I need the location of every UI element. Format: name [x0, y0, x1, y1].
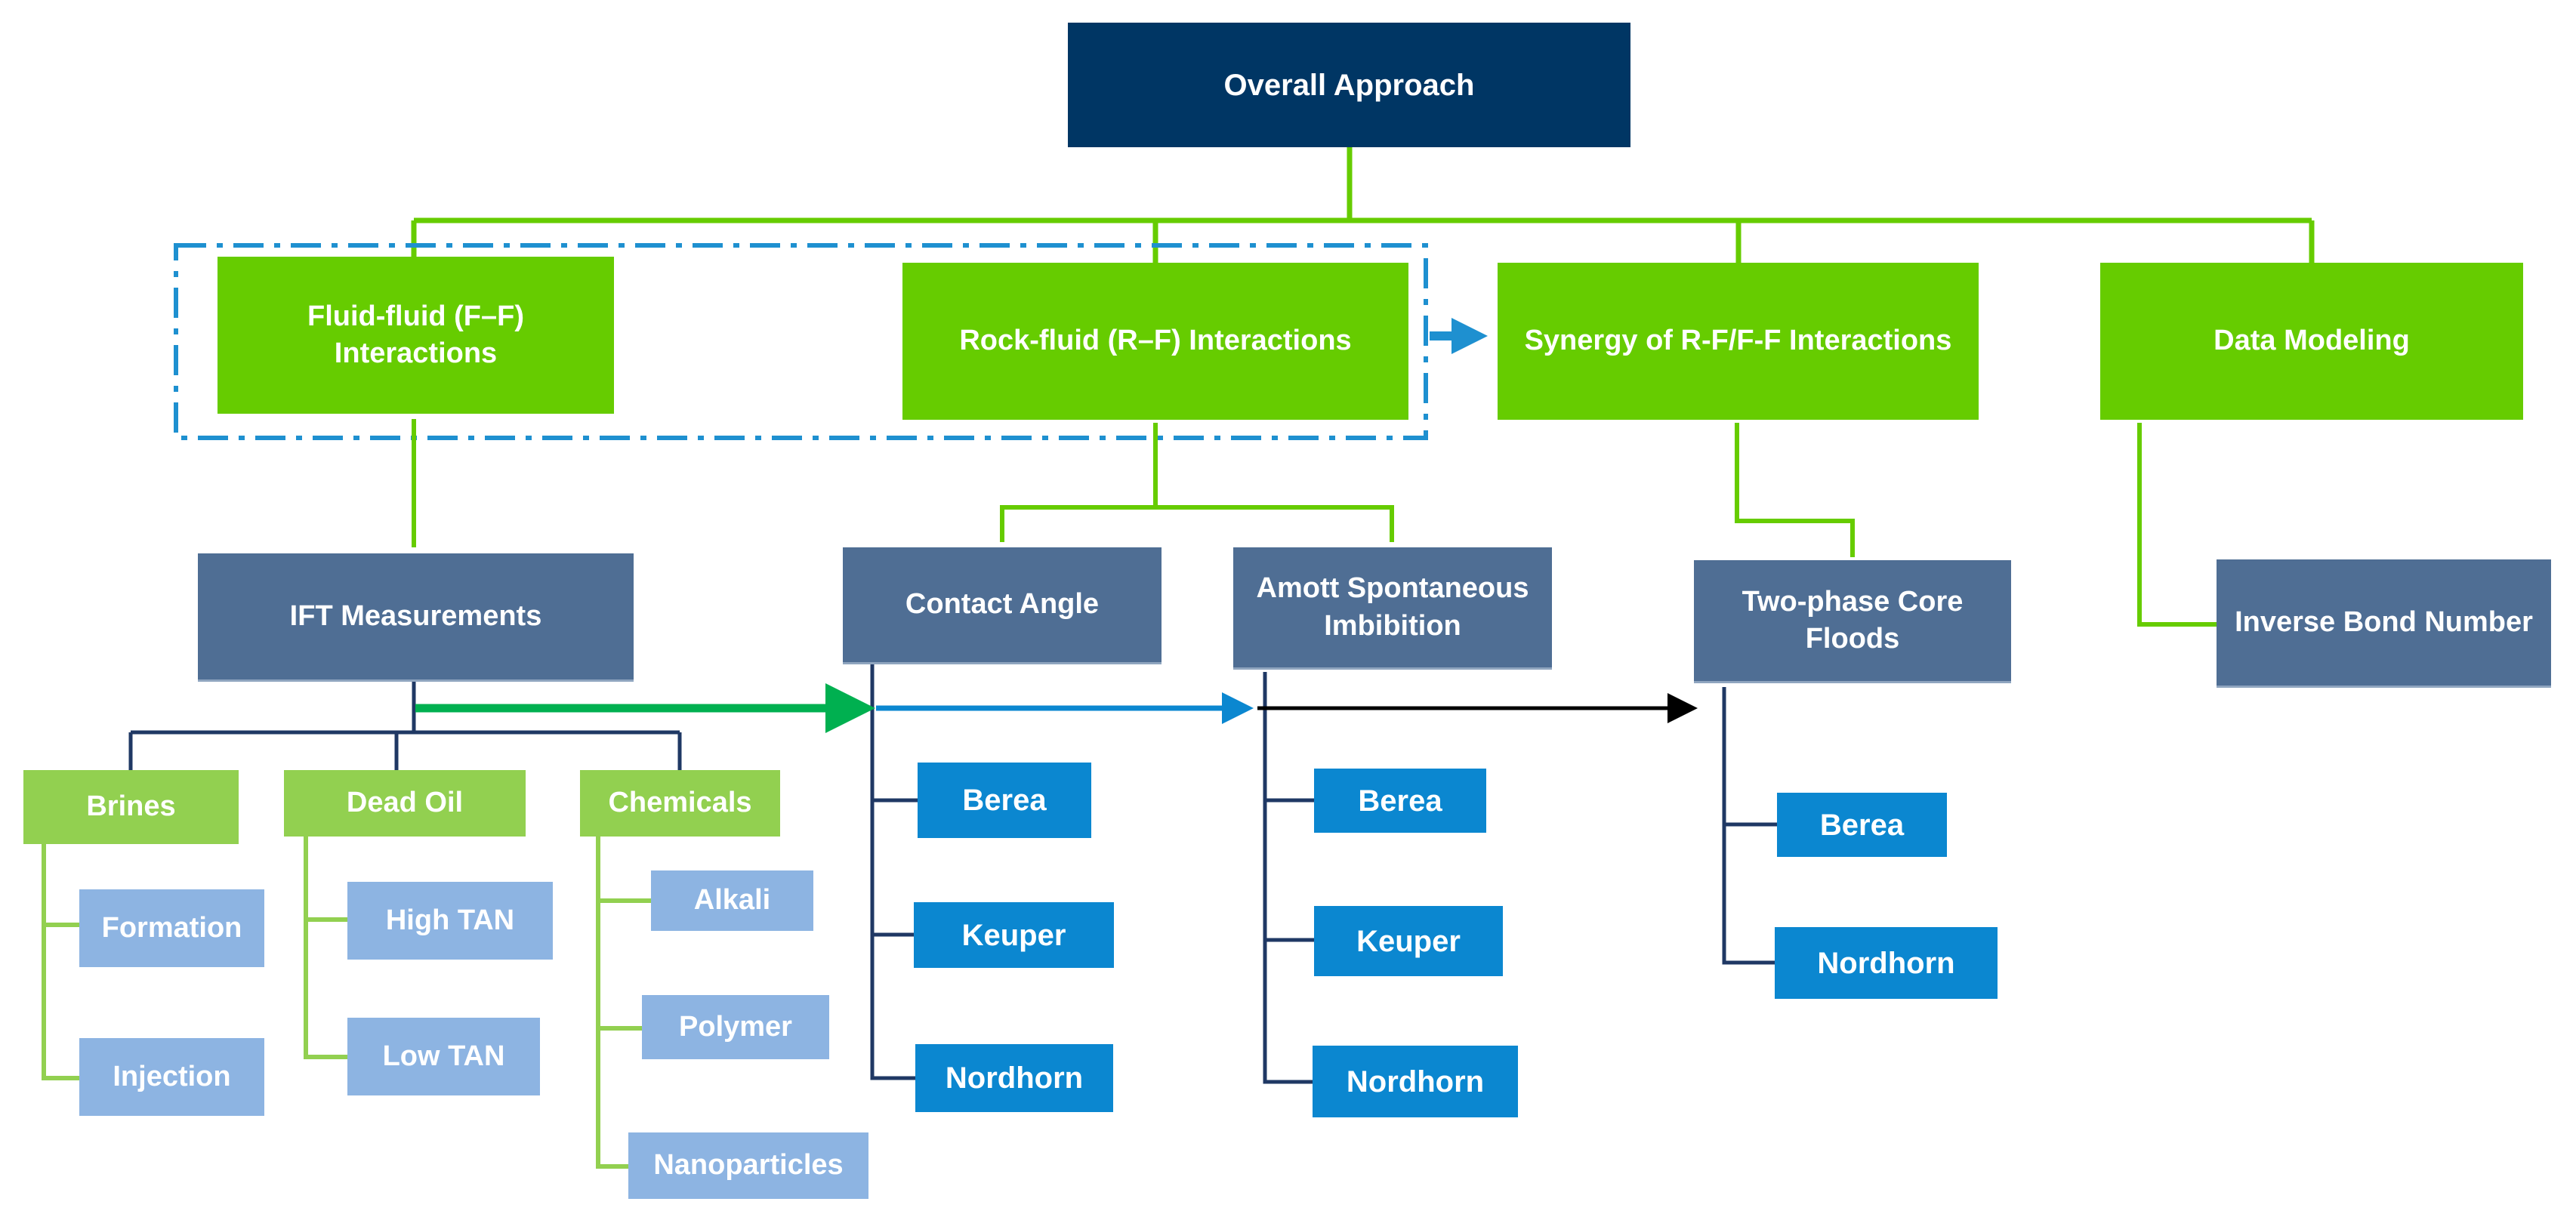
- ift-connectors: [128, 682, 682, 770]
- fluid-item-high-tan-label: High TAN: [385, 904, 515, 936]
- method-contact-angle-label: Contact Angle: [905, 588, 1100, 621]
- contact-angle-rock-berea: Berea: [918, 763, 1091, 838]
- core-flood-rock-berea: Berea: [1777, 793, 1947, 857]
- fluid-item-formation-label: Formation: [101, 911, 242, 944]
- category-fluid-fluid-label: Fluid-fluid (F–F) Interactions: [307, 300, 525, 369]
- amott-rock-berea: Berea: [1314, 769, 1486, 833]
- core-flood-rock-berea-label: Berea: [1819, 808, 1905, 842]
- root-connectors: [411, 147, 2315, 263]
- contact-angle-rock-nordhorn: Nordhorn: [915, 1044, 1113, 1112]
- contact-angle-rock-berea-label: Berea: [962, 784, 1047, 817]
- method-ift-label: IFT Measurements: [289, 599, 542, 632]
- fluid-item-injection-label: Injection: [113, 1060, 231, 1092]
- method-core-floods: Two-phase Core Floods: [1694, 560, 2011, 683]
- method-amott-label: Amott Spontaneous Imbibition: [1256, 572, 1529, 642]
- method-inverse-bond: Inverse Bond Number: [2217, 559, 2551, 688]
- category-rock-fluid-label: Rock-fluid (R–F) Interactions: [959, 325, 1352, 357]
- method-amott: Amott Spontaneous Imbibition: [1233, 547, 1552, 670]
- category-fluid-fluid: Fluid-fluid (F–F) Interactions: [217, 257, 614, 414]
- contact-angle-rock-nordhorn-label: Nordhorn: [945, 1061, 1084, 1095]
- root-node: Overall Approach: [1068, 23, 1630, 147]
- contact-angle-rock-keuper-label: Keuper: [961, 918, 1066, 952]
- method-inverse-bond-label: Inverse Bond Number: [2235, 605, 2533, 638]
- amott-rock-keuper: Keuper: [1314, 906, 1503, 976]
- fluid-item-nanoparticles: Nanoparticles: [628, 1132, 868, 1199]
- fluid-group-brines: Brines: [23, 770, 239, 844]
- amott-rock-nordhorn: Nordhorn: [1313, 1046, 1518, 1117]
- fluid-item-low-tan: Low TAN: [347, 1018, 540, 1095]
- fluid-item-high-tan: High TAN: [347, 882, 553, 960]
- method-ift: IFT Measurements: [198, 553, 634, 682]
- fluid-group-brines-label: Brines: [86, 790, 176, 823]
- category-data-modeling-label: Data Modeling: [2214, 325, 2410, 357]
- amott-rock-berea-label: Berea: [1358, 784, 1442, 818]
- category-synergy: Synergy of R-F/F-F Interactions: [1498, 263, 1979, 420]
- fluid-item-injection: Injection: [79, 1038, 264, 1116]
- category-connectors: [412, 419, 2217, 627]
- fluid-item-polymer: Polymer: [642, 995, 829, 1059]
- amott-rock-nordhorn-label: Nordhorn: [1346, 1065, 1485, 1098]
- fluid-item-formation: Formation: [79, 889, 264, 967]
- core-flood-rock-nordhorn-label: Nordhorn: [1817, 946, 1955, 980]
- root-label: Overall Approach: [1223, 68, 1475, 102]
- fluid-item-polymer-label: Polymer: [679, 1010, 792, 1043]
- method-core-floods-label: Two-phase Core Floods: [1741, 585, 1964, 655]
- contact-angle-rock-keuper: Keuper: [914, 902, 1114, 968]
- fluid-rock-group-outline: [174, 243, 1428, 440]
- category-data-modeling: Data Modeling: [2100, 263, 2523, 420]
- fluid-item-nanoparticles-label: Nanoparticles: [653, 1149, 844, 1182]
- amott-rock-keuper-label: Keuper: [1356, 924, 1461, 958]
- fluid-group-dead-oil-label: Dead Oil: [346, 787, 464, 819]
- fluid-item-alkali-label: Alkali: [693, 884, 771, 917]
- category-synergy-label: Synergy of R-F/F-F Interactions: [1524, 325, 1952, 357]
- fluid-item-low-tan-label: Low TAN: [382, 1040, 505, 1072]
- category-rock-fluid: Rock-fluid (R–F) Interactions: [902, 263, 1408, 420]
- method-contact-angle: Contact Angle: [843, 547, 1162, 664]
- rock-connectors: [870, 664, 1777, 1084]
- core-flood-rock-nordhorn: Nordhorn: [1775, 927, 1998, 999]
- fluid-item-alkali: Alkali: [651, 870, 813, 931]
- fluid-group-chemicals: Chemicals: [580, 770, 780, 837]
- fluid-group-chemicals-label: Chemicals: [608, 787, 752, 819]
- fluid-group-dead-oil: Dead Oil: [284, 770, 526, 837]
- fluid-item-connectors: [42, 837, 651, 1169]
